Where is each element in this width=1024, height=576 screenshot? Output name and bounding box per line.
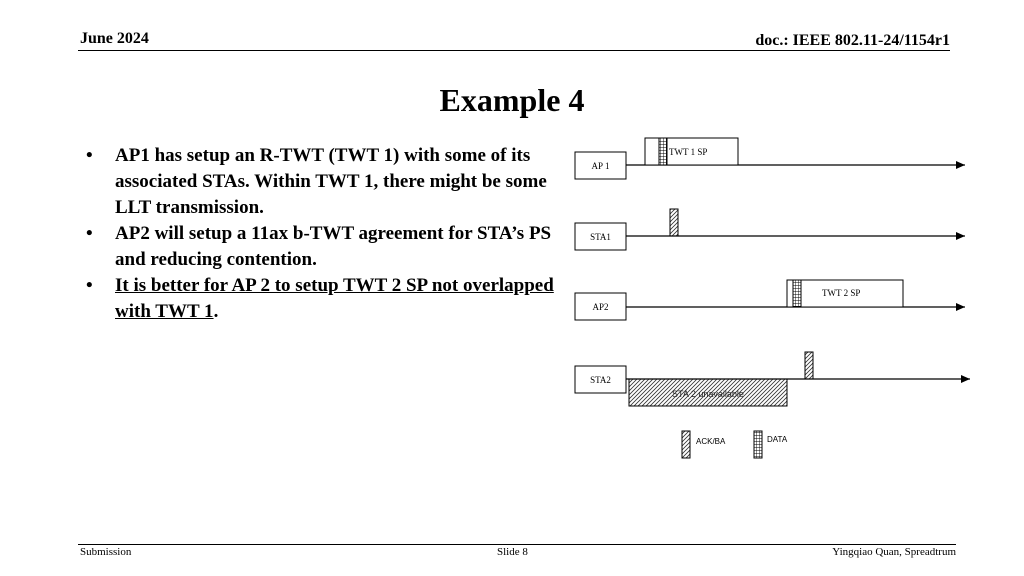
twt2-sp-label: TWT 2 SP	[822, 288, 860, 298]
ack-frame	[669, 208, 679, 237]
header-divider	[78, 50, 950, 51]
bullet-symbol: •	[86, 223, 93, 244]
timeline-row-sta1: STA1	[574, 208, 965, 251]
bullet-list: • AP1 has setup an R-TWT (TWT 1) with so…	[86, 143, 556, 325]
bullet-symbol: •	[86, 275, 93, 296]
bullet-symbol: •	[86, 145, 93, 166]
bullet-item: • AP2 will setup a 11ax b-TWT agreement …	[86, 221, 556, 273]
timeline-row-ap2: AP2 TWT 2 SP	[574, 279, 965, 321]
data-frame	[792, 279, 802, 308]
row-label: STA2	[590, 375, 611, 385]
sta2-unavailable-block	[628, 378, 788, 407]
legend-ack-label: ACK/BA	[696, 437, 726, 446]
bullet-suffix: .	[213, 301, 219, 322]
twt1-sp-label: TWT 1 SP	[669, 147, 707, 157]
row-label-box	[574, 292, 627, 321]
timeline-row-ap1: AP 1 TWT 1 SP	[574, 137, 965, 180]
ack-frame	[804, 351, 814, 380]
bullet-text: AP1 has setup an R-TWT (TWT 1) with some…	[115, 145, 547, 218]
timeline-row-sta2: STA2 STA 2 unavailable	[574, 351, 970, 407]
bullet-text: AP2 will setup a 11ax b-TWT agreement fo…	[115, 223, 552, 270]
data-frame	[658, 137, 668, 166]
sta2-unavailable-label: STA 2 unavailable	[672, 389, 744, 399]
row-label: STA1	[590, 232, 611, 242]
diagram-legend: ACK/BA DATA	[681, 430, 788, 459]
legend-ack-swatch	[681, 430, 691, 459]
legend-data-label: DATA	[767, 435, 788, 444]
footer-submission: Submission	[80, 546, 132, 558]
row-label: AP 1	[592, 161, 610, 171]
slide-title: Example 4	[439, 82, 585, 118]
footer-divider	[78, 544, 956, 545]
footer-author: Yingqiao Quan, Spreadtrum	[832, 546, 956, 558]
row-label-box	[574, 365, 627, 394]
row-label: AP2	[592, 302, 608, 312]
twt2-sp-box	[786, 279, 904, 308]
bullet-item: • AP1 has setup an R-TWT (TWT 1) with so…	[86, 143, 556, 221]
header-date: June 2024	[80, 30, 149, 47]
legend-data-swatch	[753, 430, 763, 459]
footer-slide-number: Slide 8	[497, 546, 528, 558]
bullet-underlined-text: It is better for AP 2 to setup TWT 2 SP …	[115, 275, 554, 322]
bullet-item: • It is better for AP 2 to setup TWT 2 S…	[86, 273, 556, 325]
row-label-box	[574, 222, 627, 251]
header-doc-id: doc.: IEEE 802.11-24/1154r1	[755, 32, 950, 49]
